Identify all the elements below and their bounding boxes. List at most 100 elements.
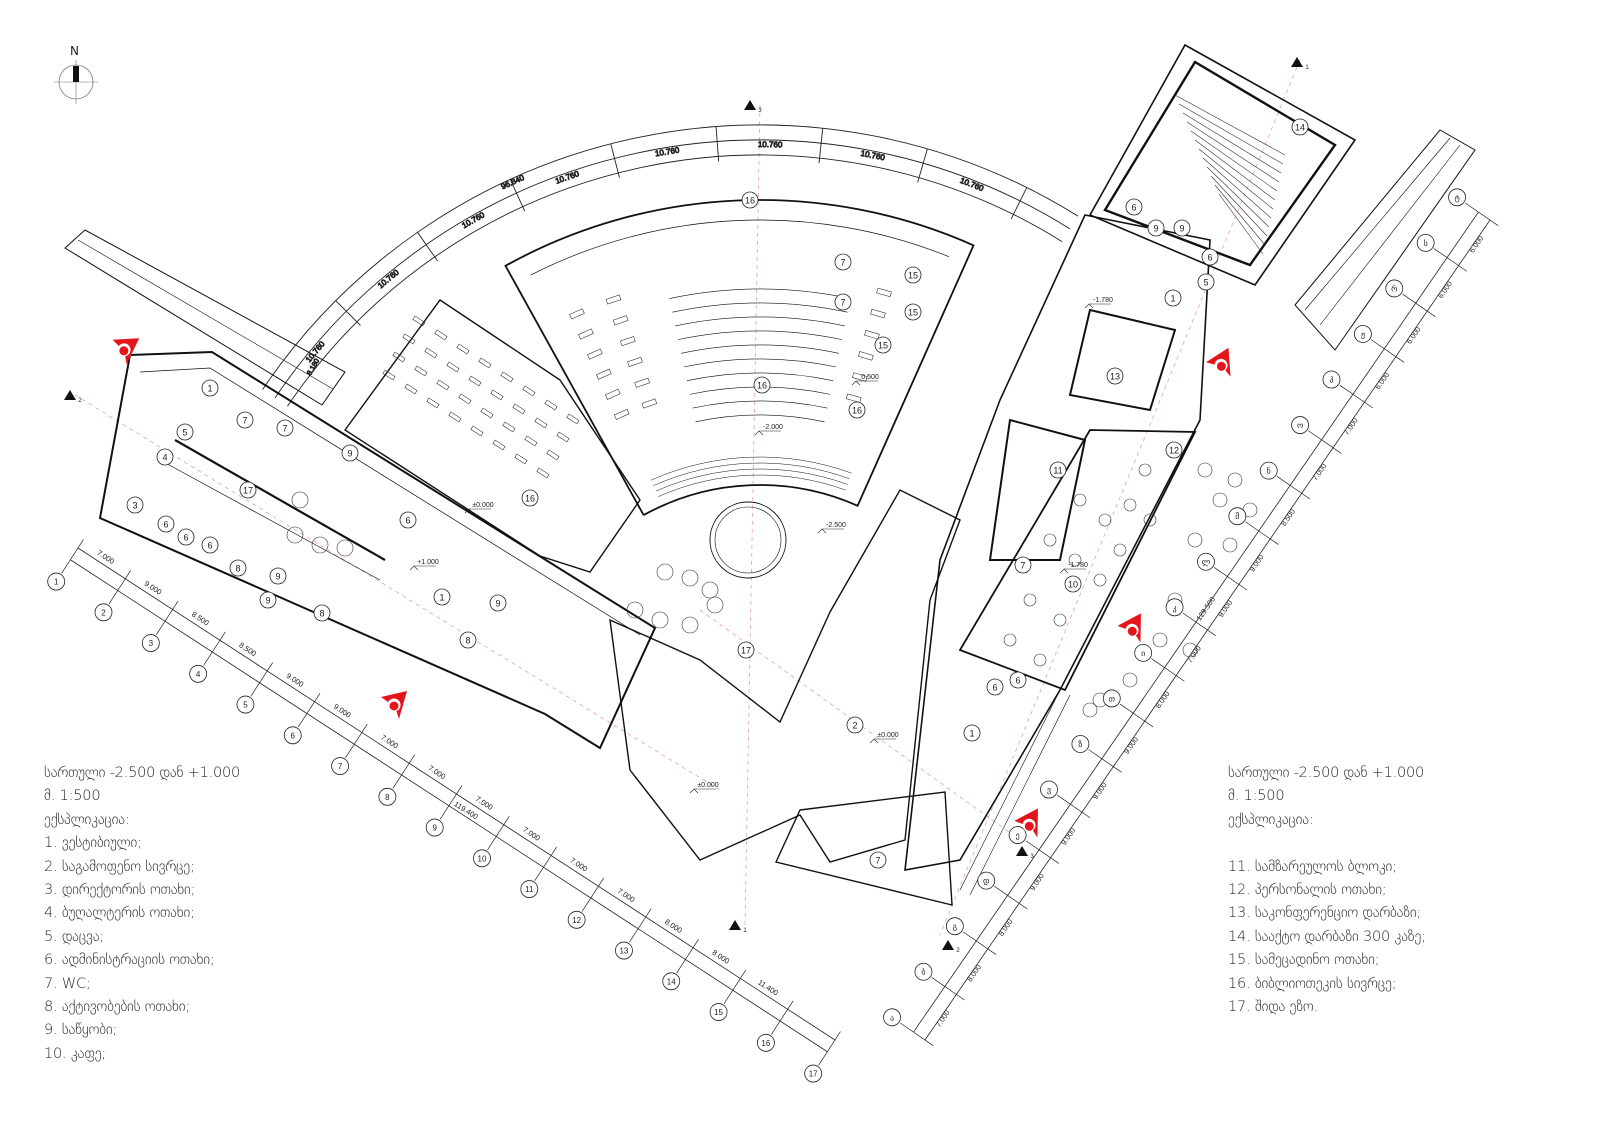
auditorium-seat-row	[1186, 121, 1280, 183]
grid-bubble	[977, 871, 996, 890]
grid-bubble	[425, 818, 444, 837]
room-tag-number: 7	[1020, 561, 1025, 571]
room-tag-circle	[1197, 273, 1215, 291]
dimension-label: 6.000	[1373, 371, 1391, 392]
room-tag-number: 9	[275, 572, 280, 582]
grid-label: 6	[291, 731, 296, 740]
grid-bubble	[378, 787, 397, 806]
grid-label: 2	[101, 608, 106, 617]
outdoor-table	[1227, 472, 1243, 488]
legend-item: 2. საგამოფენო სივრცე;	[44, 858, 195, 875]
legend-right: სართული -2.500 დან +1.000 მ. 1:500 ექსპლ…	[1228, 762, 1426, 1019]
outdoor-table	[1182, 642, 1198, 658]
dimension-label: 8.500	[1279, 507, 1297, 528]
room-tag-circle	[433, 588, 451, 606]
room-tag-circle	[1147, 219, 1165, 237]
legend-item: 14. სააქტო დარბაზი 300 კაზე;	[1228, 928, 1426, 945]
side-slab	[1294, 129, 1476, 351]
grid-tick	[345, 723, 368, 758]
reading-desk	[522, 385, 536, 397]
level-symbol	[409, 565, 436, 571]
dimension-label: 7.000	[1185, 644, 1203, 665]
tree	[701, 581, 719, 599]
dimension-arc	[262, 124, 1079, 390]
grid-bubble	[1165, 598, 1184, 617]
reading-desk	[458, 393, 472, 405]
room-tag-number: 6	[405, 516, 410, 526]
level-symbol	[1084, 303, 1111, 309]
grid-tick	[297, 693, 321, 728]
cafe-table	[1033, 653, 1047, 667]
dimension-label: 9.000	[1248, 553, 1266, 574]
room-tag-circle	[1014, 556, 1032, 574]
book-shelf	[613, 408, 630, 420]
room-tag-circle	[313, 604, 331, 622]
room-tag-circle	[239, 481, 257, 499]
room-tag-number: 15	[878, 341, 888, 351]
cafe-table	[1073, 493, 1087, 507]
amphitheatre-step	[675, 316, 845, 327]
library-inner-wall	[530, 219, 950, 276]
room-tag-number: 13	[1110, 372, 1120, 382]
grid-tick	[203, 631, 226, 666]
room-tag-circle	[201, 536, 219, 554]
auditorium-seat-row	[1198, 148, 1274, 210]
book-shelf	[596, 368, 612, 380]
entrance-markers	[112, 338, 1231, 838]
dimension-label: 8.000	[1153, 689, 1171, 710]
dimension-label: 8.500	[190, 610, 211, 628]
room-tag-number: 14	[1295, 123, 1305, 133]
room-tag-number: 7	[840, 258, 845, 268]
room-tag-circle	[753, 376, 771, 394]
room-tag-circle	[869, 851, 887, 869]
grid-tick	[61, 539, 84, 574]
cafe-table	[1143, 513, 1157, 527]
room-tag-number: 17	[741, 646, 751, 656]
grid-bubble	[94, 603, 113, 622]
room-tag-circle	[963, 724, 981, 742]
arc-dimension-label: 10.760	[758, 140, 783, 149]
entrance-dot-icon	[1024, 821, 1034, 831]
room-tag-number: 9	[1179, 224, 1184, 234]
reading-desk	[480, 407, 494, 419]
arc-total-label: 96.840	[500, 173, 526, 192]
room-tag-circle	[1173, 219, 1191, 237]
legend-left: სართული -2.500 დან +1.000 მ. 1:500 ექსპლ…	[44, 762, 240, 1066]
section-triangle-icon	[64, 390, 76, 400]
legend-item: 11. სამზარეულოს ბლოკი;	[1228, 858, 1397, 875]
dimension-label: 7.000	[934, 1008, 952, 1029]
auditorium-seat-row	[1210, 175, 1268, 237]
dimension-label: 9.000	[285, 671, 306, 689]
room-tag-number: 17	[243, 486, 253, 496]
room-tag-number: 9	[347, 449, 352, 459]
grid-label: 14	[667, 977, 676, 986]
room-tag-circle	[1125, 198, 1143, 216]
room-tag-circle	[848, 401, 866, 419]
entrance-marker	[381, 691, 407, 719]
dimension-label: 7.000	[569, 856, 590, 874]
central-hall	[609, 489, 961, 863]
room-tag-number: 9	[265, 596, 270, 606]
level-label: 0.500	[861, 374, 879, 381]
grid-tick	[900, 1022, 934, 1046]
grid-label: ნ	[1267, 467, 1271, 476]
grid-tick	[1402, 293, 1436, 318]
reading-desk	[436, 379, 450, 391]
level-label: ±0.000	[697, 782, 718, 789]
room-tag-number: 8	[235, 564, 240, 574]
room-tag-circle	[986, 678, 1004, 696]
grid-tick	[108, 570, 132, 605]
grid-bubble	[1385, 279, 1404, 298]
grid-label: ი	[1141, 649, 1145, 658]
tree	[706, 596, 724, 614]
reading-desk	[492, 439, 506, 451]
grid-tick	[392, 754, 415, 789]
reading-desk	[478, 357, 492, 369]
cafe-table	[1003, 633, 1017, 647]
section-label: 3	[1030, 854, 1034, 860]
arc-dimension-label: 10.760	[959, 176, 986, 194]
room-tag-number: 1	[439, 593, 444, 603]
room-tag-number: 3	[132, 501, 137, 511]
